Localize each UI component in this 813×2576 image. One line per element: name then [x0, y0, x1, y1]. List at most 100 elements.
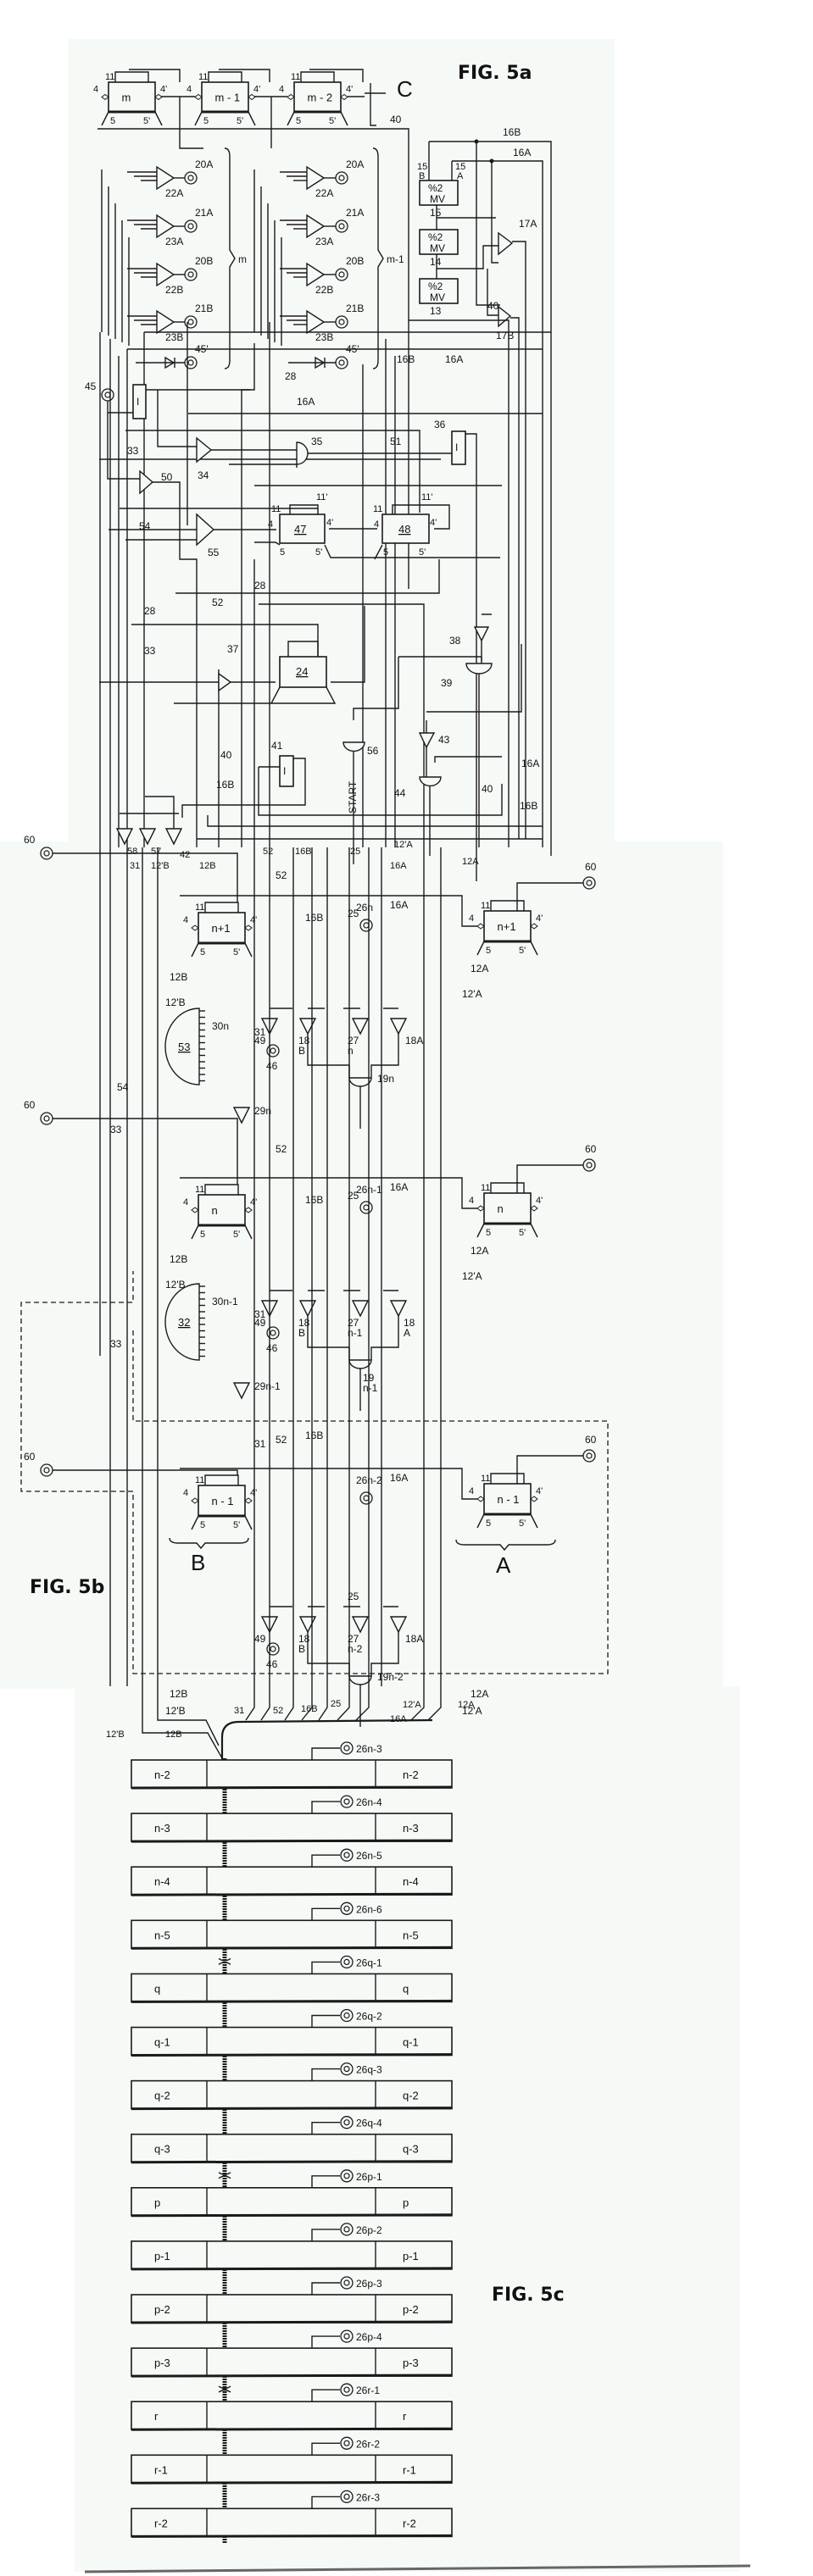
label-12pa: 12'A	[462, 1705, 482, 1717]
label-25-top: 25	[350, 847, 360, 857]
lamp-26q-4-icon	[340, 2116, 354, 2129]
lamp-26n-2-icon	[359, 1491, 373, 1505]
label-40-c: 40	[220, 749, 232, 761]
row-right-label: p-1	[403, 2250, 419, 2262]
brace-a-label: A	[496, 1552, 511, 1578]
lamp-label: 20A	[346, 158, 364, 170]
label-12a: 12A	[471, 1688, 488, 1700]
label-12a-top: 12A	[462, 857, 479, 867]
pin-4p: 4'	[250, 1197, 257, 1208]
cable-break-icon	[218, 1957, 231, 1965]
pin-4p-b: 4'	[430, 518, 437, 528]
label-17b: 17B	[496, 330, 514, 341]
cable-fan-in: 12'B 12B 31 52 16B 25 16A 12'A 12A	[106, 1686, 475, 1763]
gate-17b	[498, 305, 512, 328]
label-57: 57	[151, 847, 161, 857]
cable-label-16a: 16A	[390, 1714, 407, 1724]
gate-18b-label: 18	[298, 1633, 310, 1645]
gate-34	[196, 436, 213, 464]
label-40: 40	[390, 114, 402, 125]
lamp-46-label: 46	[266, 1658, 278, 1670]
label-28-b: 28	[254, 580, 266, 591]
lamp-26q-1-icon	[340, 1955, 354, 1969]
label-52: 52	[276, 869, 287, 881]
lamp-26n-4-icon	[340, 1795, 354, 1808]
lamp-60-left-icon	[40, 1463, 53, 1477]
fig5a-title: FIG. 5a	[458, 63, 532, 84]
row-lamp-label: 26n-6	[356, 1903, 382, 1915]
label-58: 58	[127, 847, 137, 857]
gate-19-label: 19n-2	[377, 1671, 404, 1683]
register-label: m	[122, 92, 131, 104]
row-lamp-label: 26q-4	[356, 2118, 382, 2129]
label-43: 43	[438, 734, 450, 746]
pin-4p: 4'	[326, 518, 333, 528]
label-35: 35	[311, 436, 323, 447]
label-41: 41	[271, 740, 283, 752]
pin-11p: 11'	[316, 492, 328, 502]
pin-11: 11	[481, 1183, 490, 1193]
label-45: 45	[85, 380, 97, 392]
label-33: 33	[127, 445, 139, 457]
row-left-label: q-1	[154, 2036, 170, 2049]
pin-11: 11	[195, 1475, 204, 1485]
gate-49-label: 49	[254, 1035, 266, 1046]
pin-5-b: 5	[383, 547, 388, 558]
label-15b-top: 15	[417, 162, 427, 172]
row-right-label: q	[403, 1982, 409, 1995]
lamp-26r-1-icon	[340, 2383, 354, 2396]
lamp-46-label: 46	[266, 1060, 278, 1072]
bus-16b-16a-top	[429, 141, 552, 856]
inverter-36-label: I	[455, 441, 458, 453]
lamp-60-label: 60	[585, 1143, 597, 1155]
lamp-20A-icon	[184, 171, 198, 185]
pin-4-b: 4	[374, 519, 379, 530]
label-52: 52	[212, 597, 224, 608]
cable-break-icon	[218, 2385, 231, 2393]
gate-50	[139, 469, 154, 495]
cable-label-12pa: 12'A	[403, 1700, 421, 1710]
pin-4: 4	[469, 1196, 474, 1206]
cable-label-12pb: 12'B	[106, 1729, 125, 1740]
row-right-label: p	[403, 2196, 409, 2209]
lamp-label: 21A	[346, 207, 364, 219]
gate-49-label: 49	[254, 1317, 266, 1329]
gate-label: 22A	[165, 187, 183, 199]
register-48	[381, 514, 430, 544]
lamp-60-left-icon	[40, 847, 53, 860]
brace-label: m	[238, 253, 247, 265]
pin-5p: 5'	[315, 547, 322, 558]
pin-5: 5	[280, 547, 285, 558]
row-lamp-label: 26r-3	[356, 2491, 380, 2503]
label-12a: 12A	[471, 963, 488, 974]
label-52: 52	[276, 1434, 287, 1446]
pin-5: 5	[486, 946, 491, 956]
gate-35	[296, 441, 309, 465]
lamp-26n-icon	[359, 919, 373, 932]
row-left-label: n-2	[154, 1768, 170, 1781]
row-lamp-label: 26n-5	[356, 1850, 382, 1862]
label-16a: 16A	[513, 147, 531, 158]
label-16b-3: 16B	[216, 779, 234, 791]
line-40	[97, 128, 409, 589]
label-16b: 16B	[305, 1194, 323, 1206]
label-31: 31	[254, 1308, 266, 1320]
gate-27-label: 27	[348, 1035, 359, 1046]
lamp-45'-icon	[335, 356, 348, 369]
pin-5p: 5'	[237, 116, 243, 126]
label-55: 55	[208, 547, 220, 558]
label-12pb: 12'B	[165, 1279, 186, 1291]
pin-5p-b: 5'	[419, 547, 426, 558]
row-lamp-label: 26p-2	[356, 2224, 382, 2236]
label-12pb: 12'B	[165, 1705, 186, 1717]
